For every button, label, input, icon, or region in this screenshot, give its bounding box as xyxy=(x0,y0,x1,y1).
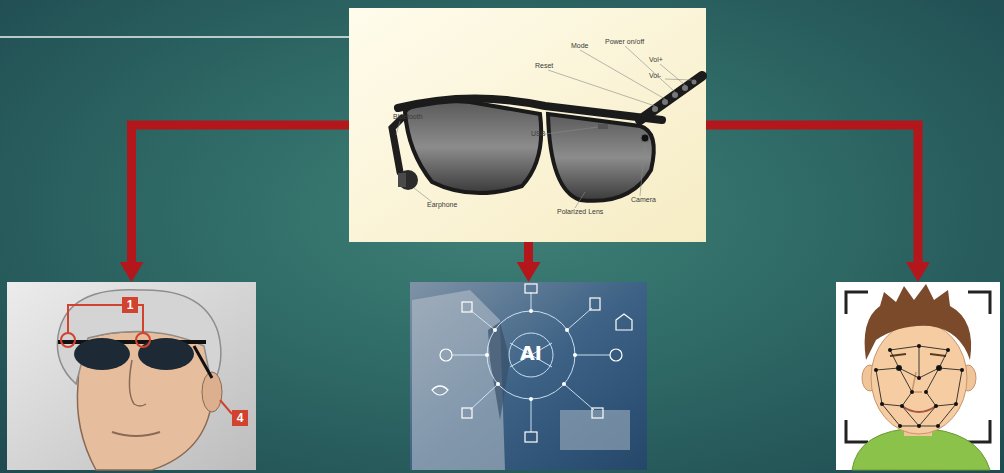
face-scan-node xyxy=(836,282,1000,470)
ai-picture xyxy=(410,282,647,470)
flow-arrow xyxy=(524,242,533,262)
part-label: Vol+ xyxy=(649,56,663,63)
callout-number: 4 xyxy=(232,410,248,426)
flow-arrow xyxy=(706,125,918,262)
part-label: Polarized Lens xyxy=(557,208,603,215)
wearer-node: 14 xyxy=(7,282,256,470)
ai-label: AI xyxy=(514,344,548,363)
callout-number: 1 xyxy=(122,297,138,313)
part-label: Camera xyxy=(631,196,656,203)
ai-node: AI xyxy=(410,282,647,470)
part-label: Vol- xyxy=(649,72,661,79)
part-label: Power on/off xyxy=(605,38,644,45)
flow-arrow xyxy=(132,125,350,262)
glasses-picture xyxy=(349,8,706,242)
part-label: Reset xyxy=(535,62,553,69)
part-label: Bluetooth xyxy=(393,113,423,120)
part-label: Mode xyxy=(571,42,589,49)
part-label: USB xyxy=(531,130,545,137)
face-scan-picture xyxy=(836,282,1000,470)
glasses-node: BluetoothEarphonePolarized Lens Camera USB… xyxy=(349,8,706,242)
wearer-picture xyxy=(7,282,256,470)
part-label: Earphone xyxy=(427,201,457,208)
